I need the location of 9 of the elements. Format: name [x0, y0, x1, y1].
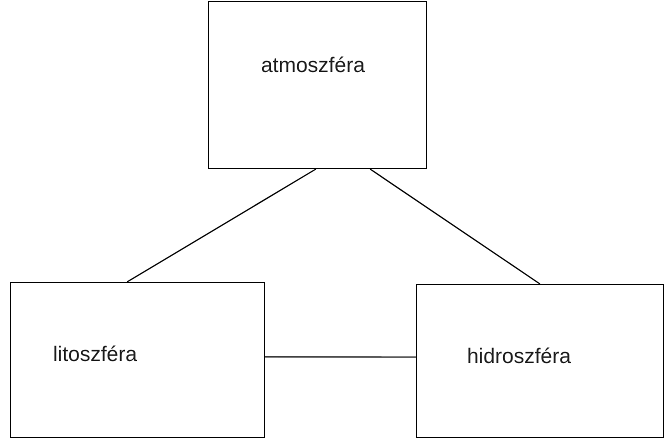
- box-label: litoszféra: [53, 343, 138, 367]
- connector-line: [265, 356, 416, 358]
- box-label: hidroszféra: [467, 345, 571, 369]
- box: [416, 284, 664, 438]
- box: [208, 1, 427, 169]
- connector-line: [370, 168, 540, 285]
- box-label: atmoszféra: [261, 54, 365, 78]
- box: [10, 282, 265, 438]
- connector-line: [126, 168, 316, 283]
